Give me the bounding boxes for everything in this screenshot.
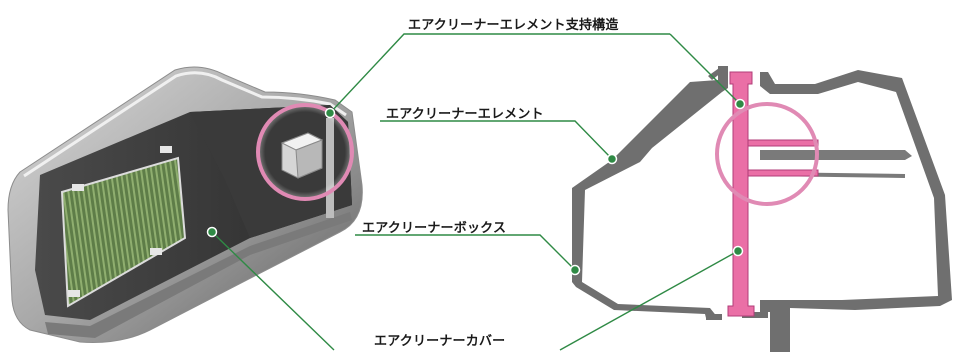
leader-support-left: [329, 33, 670, 114]
dot-cover-left: [206, 226, 218, 238]
leader-element: [380, 120, 613, 160]
label-box: エアクリーナーボックス: [362, 221, 507, 236]
leader-box: [355, 234, 576, 271]
leader-support-right: [669, 33, 741, 105]
element-section: [727, 71, 755, 317]
leader-cover-left: [211, 231, 335, 351]
dot-element: [606, 153, 618, 165]
leader-lines: [211, 33, 741, 351]
dot-box: [569, 264, 581, 276]
dot-support-left: [324, 107, 336, 119]
leader-dots: [206, 98, 746, 276]
label-cover: エアクリーナーカバー: [374, 334, 506, 349]
air-cleaner-3d-view: [7, 66, 363, 343]
box-section-outline: [572, 66, 728, 318]
label-support-structure: エアクリーナーエレメント支持構造: [408, 18, 619, 33]
dot-support-right: [734, 98, 746, 110]
cover-section: [760, 70, 952, 352]
label-element: エアクリーナーエレメント: [386, 107, 544, 122]
air-cleaner-cross-section: [572, 66, 952, 352]
filter-element: [60, 156, 187, 308]
dot-cover-right: [732, 245, 744, 257]
leader-cover-right: [559, 250, 739, 351]
